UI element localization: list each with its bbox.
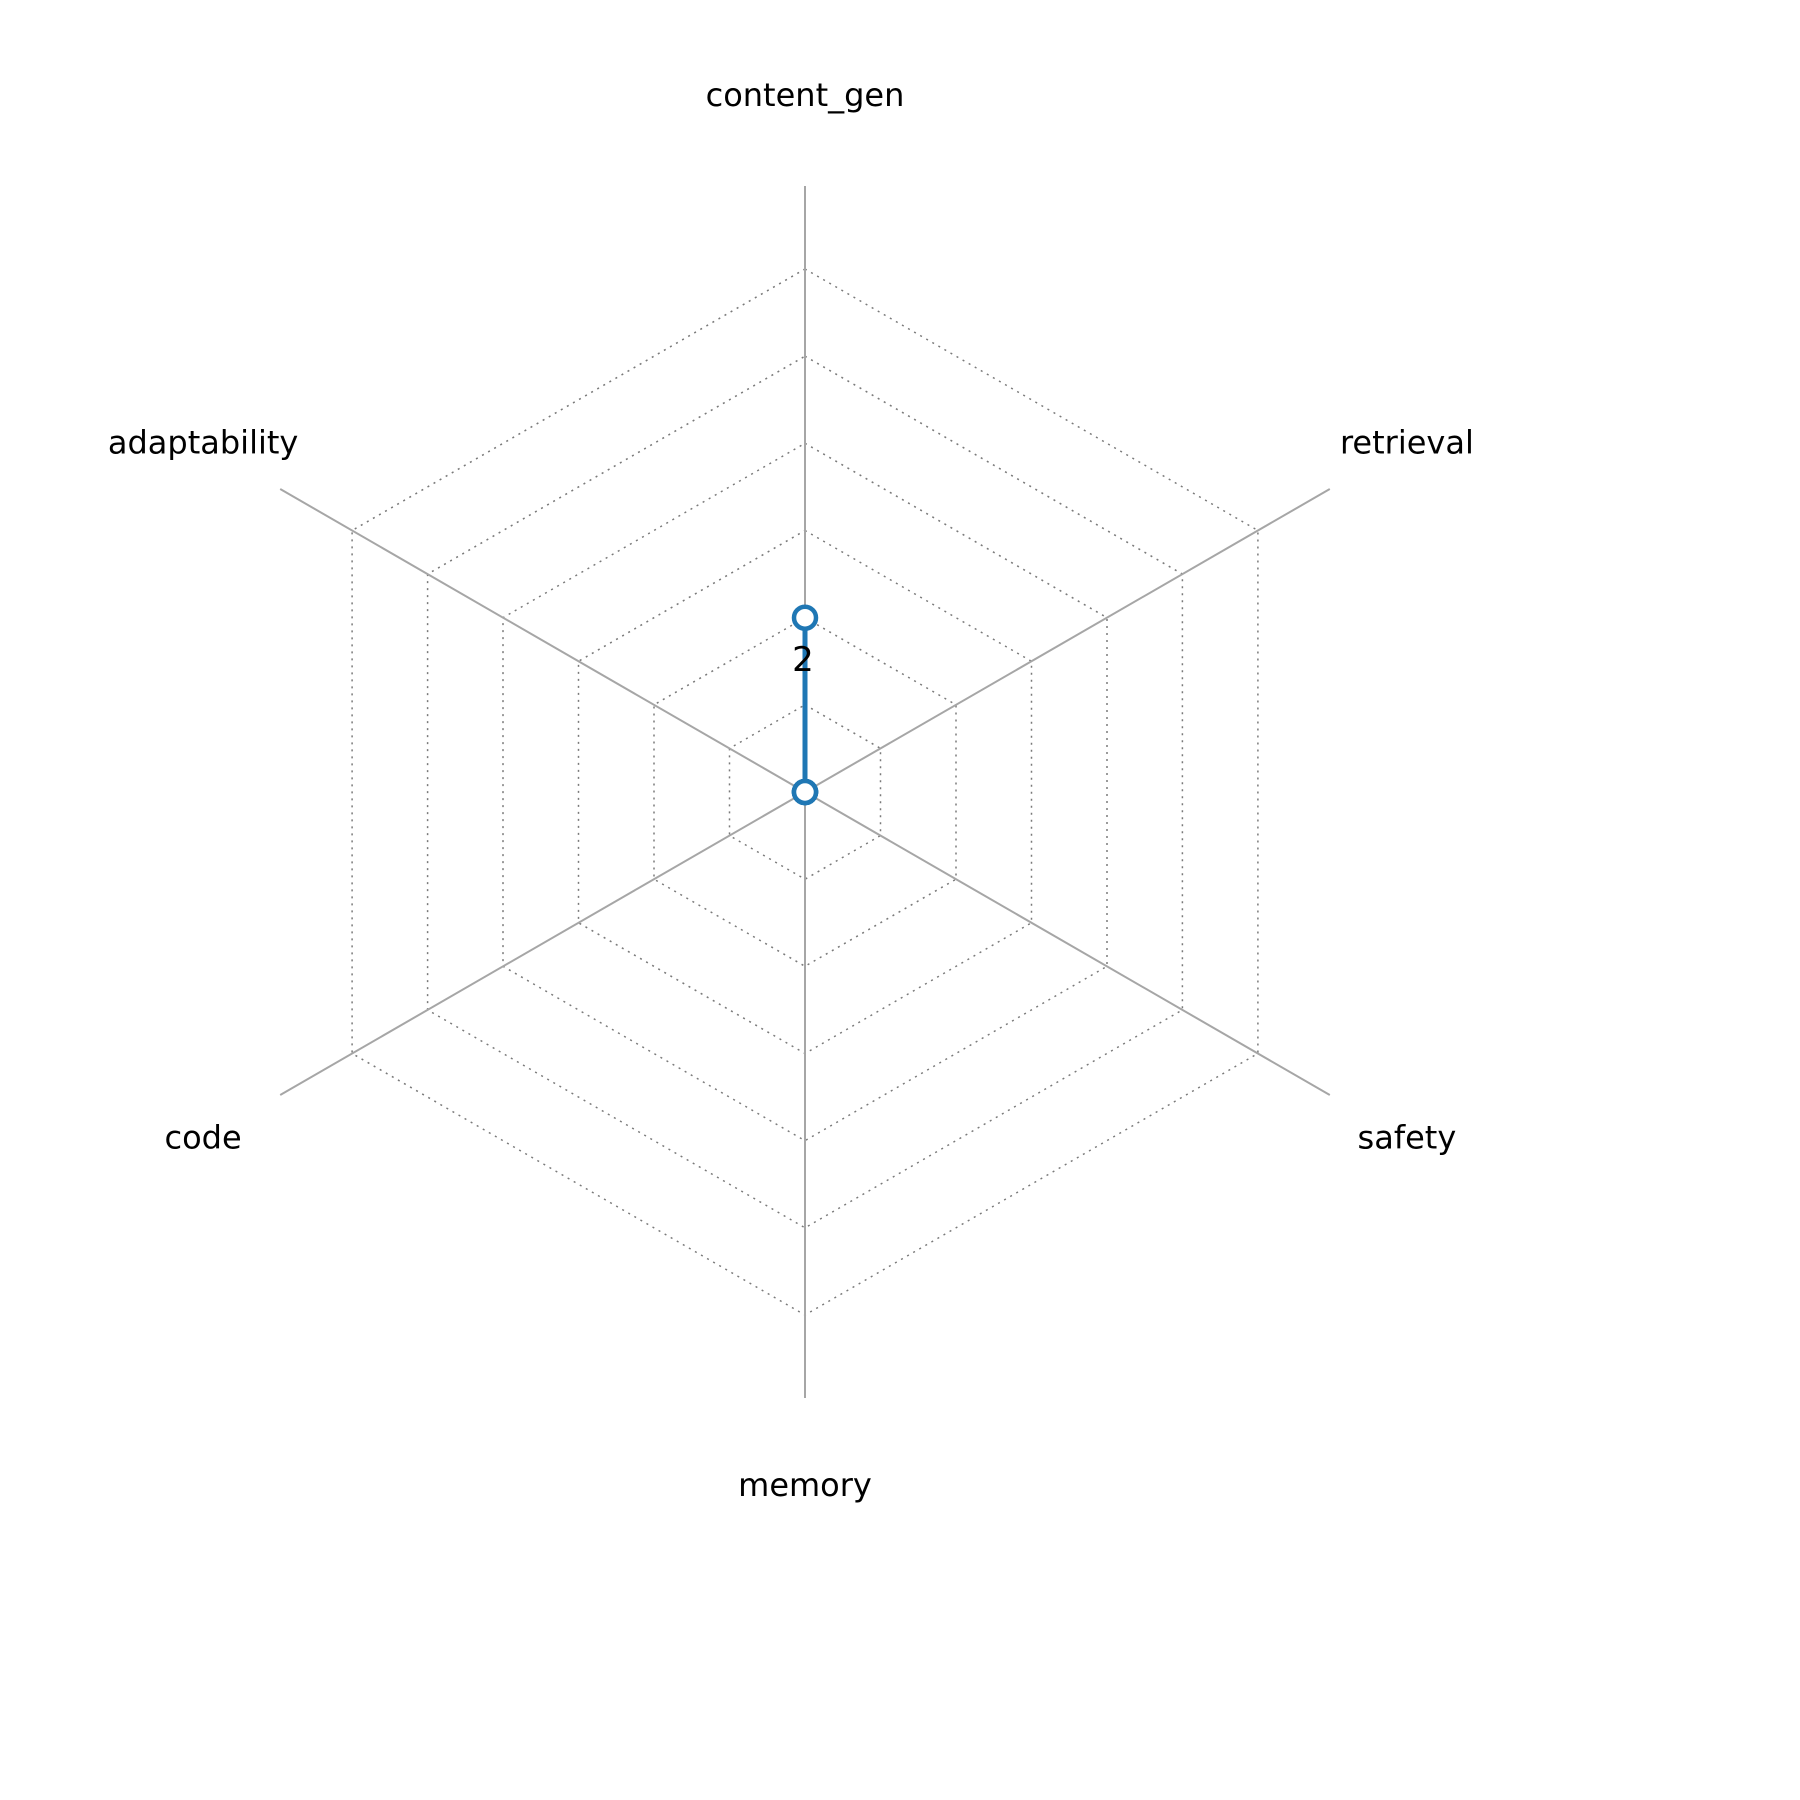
axis-label-memory: memory (738, 1466, 872, 1504)
radar-axis-labels: content_gen retrieval safety memory code adap… (108, 76, 1474, 1504)
series-marker-adaptability (791, 778, 819, 806)
radial-tick-label: 2 (792, 640, 814, 680)
radar-series (791, 604, 819, 806)
axis-spoke-retrieval (804, 488, 1331, 793)
axis-label-content_gen: content_gen (706, 76, 905, 114)
axis-label-code: code (165, 1119, 242, 1157)
axis-spoke-adaptability (279, 488, 806, 793)
axis-label-retrieval: retrieval (1340, 424, 1474, 462)
axis-label-safety: safety (1358, 1119, 1457, 1157)
axis-spoke-code (279, 791, 806, 1096)
axis-label-adaptability: adaptability (108, 424, 298, 462)
series-marker-content_gen (791, 604, 819, 631)
radar-tick-labels: 2 (792, 640, 814, 680)
axis-spoke-safety (804, 791, 1331, 1096)
